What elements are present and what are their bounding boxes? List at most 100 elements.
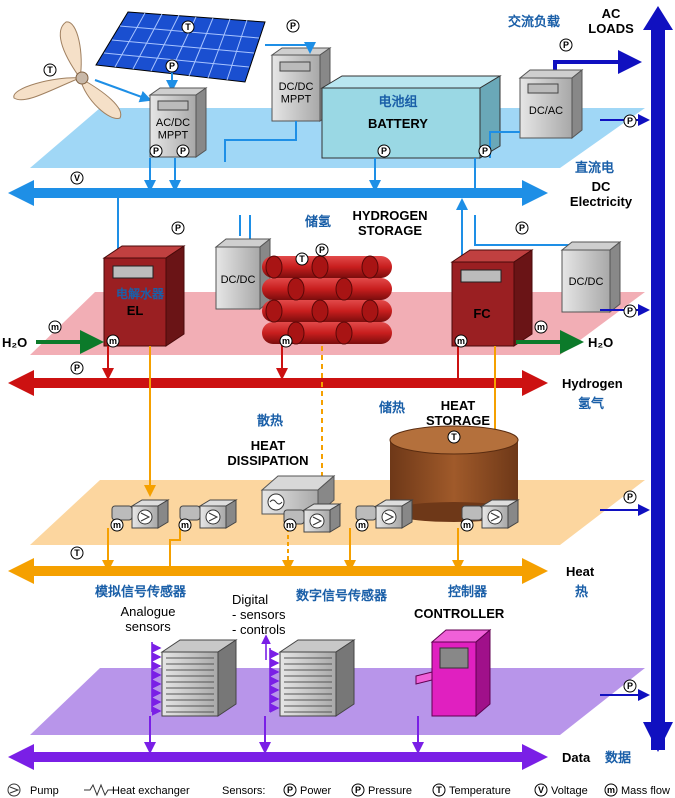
sensor-mass_flow: m [106,334,120,348]
fuel-cell: FC [450,249,534,347]
wind-turbine [13,21,152,119]
sensor-temperature: T [70,546,84,560]
dcac-label: DC/AC [529,105,563,117]
svg-text:m: m [181,520,189,530]
svg-text:T: T [74,548,80,558]
legend-voltage-icon: V [534,783,548,797]
dcac-inverter: DC/AC [518,68,584,140]
legend-pressure-label: Pressure [368,785,412,797]
sensor-temperature: T [447,430,461,444]
svg-text:P: P [627,492,633,502]
heat-cn-label: 热 [575,584,588,600]
sensor-voltage: V [70,171,84,185]
sensor-pressure: P [515,221,529,235]
svg-text:m: m [463,520,471,530]
water-out-label: H₂O [588,335,613,350]
sensor-pressure: P [70,361,84,375]
legend-pump-icon [7,783,21,797]
sensor-pressure: P [286,19,300,33]
svg-text:P: P [319,245,325,255]
battery-label: BATTERY [368,116,428,131]
sensor-power: P [623,304,637,318]
analog-cn-label: 模拟信号传感器 [95,584,187,600]
sensor-pressure: P [559,38,573,52]
pump-icon [179,499,238,529]
svg-text:m: m [282,336,290,346]
svg-text:m: m [607,785,615,795]
sensor-mass_flow: m [110,518,124,532]
legend-heat-exchanger-label: Heat exchanger [112,785,190,797]
svg-text:m: m [51,322,59,332]
svg-text:P: P [287,785,293,795]
analog-sensor-rack [160,639,238,717]
battery-cn-label: 电池组 [378,94,417,110]
sensor-temperature: T [181,20,195,34]
data-input-arrows [151,634,280,716]
sensor-temperature: T [295,252,309,266]
data-cn-label: 数据 [605,750,631,766]
svg-text:T: T [299,254,305,264]
digital-cn-label: 数字信号传感器 [296,588,388,604]
data-connectors [144,716,424,754]
svg-text:T: T [47,65,53,75]
sensor-mass_flow: m [454,334,468,348]
sensor-power: P [623,490,637,504]
svg-text:V: V [538,785,544,795]
pump-icon [111,499,170,529]
svg-text:P: P [153,146,159,156]
svg-text:m: m [113,520,121,530]
water-inflow: H₂O [2,330,104,354]
legend-heat-exchanger-icon [84,783,114,797]
water-in-label: H₂O [2,335,27,350]
legend-mass_flow-icon: m [604,783,618,797]
legend-temperature-icon: T [432,783,446,797]
svg-text:V: V [74,173,80,183]
electrolyser: 电解水器 EL [102,245,186,347]
legend-pump-label: Pump [30,785,59,797]
sensor-mass_flow: m [355,518,369,532]
pumps [111,499,520,533]
legend-mass-flow-label: Mass flow [621,785,670,797]
h2-storage-cn-label: 储氢 [304,214,331,230]
dcdc-left-converter: DC/DC [214,237,272,311]
heat-connectors [102,528,464,572]
fuel-cell-label: FC [473,306,491,321]
sensor-power: P [478,144,492,158]
svg-text:P: P [175,223,181,233]
dc-connectors [144,121,520,192]
dcdc-left-label: DC/DC [221,274,256,286]
main-vertical-bus [643,6,673,752]
sensor-pressure: P [165,59,179,73]
svg-text:P: P [563,40,569,50]
sensor-power: P [377,144,391,158]
heat-diss-cn-label: 散热 [257,413,283,429]
data-label: Data [562,750,591,765]
sensor-mass_flow: m [534,320,548,334]
svg-text:T: T [451,432,457,442]
hydrogen-bus-arrow [8,370,548,396]
legend-sensors-label: Sensors: [222,785,265,797]
data-bus-arrow [8,744,548,770]
dcdc-right-label: DC/DC [569,276,604,288]
hydrogen-label: Hydrogen [562,376,623,391]
sensor-power: P [623,679,637,693]
sensor-power: P [176,144,190,158]
sensor-mass_flow: m [178,518,192,532]
sensor-temperature: T [43,63,57,77]
solar-panel [95,11,266,92]
heat-label: Heat [566,564,595,579]
controller-cn-label: 控制器 [448,584,488,600]
svg-text:P: P [290,21,296,31]
svg-text:m: m [286,520,294,530]
sensor-power: P [623,114,637,128]
